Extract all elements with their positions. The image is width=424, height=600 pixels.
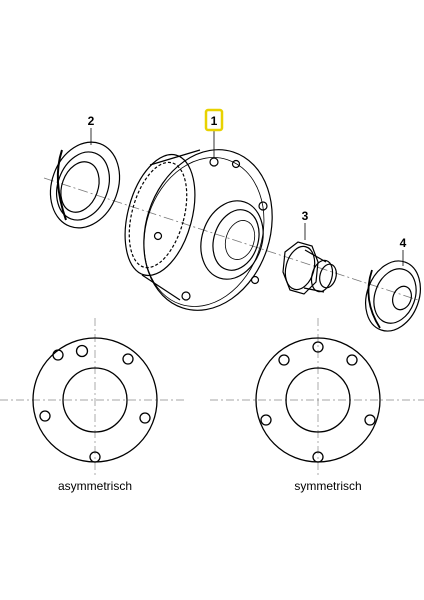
dust-cap-part-4 (365, 260, 421, 332)
caption-symmetric: symmetrisch (294, 479, 361, 493)
callout-1: 1 (211, 114, 218, 128)
callout-3: 3 (302, 209, 309, 223)
callout-4: 4 (400, 236, 407, 250)
flange-view-asymmetric (0, 318, 185, 478)
flange-view-symmetric (210, 318, 424, 478)
callout-1-highlight-box (204, 108, 224, 132)
seal-ring-part-2 (49, 141, 121, 229)
center-axis (43, 177, 419, 301)
wheel-hub-part-1 (124, 149, 273, 311)
caption-asymmetric: asymmetrisch (58, 479, 132, 493)
callout-2: 2 (88, 114, 95, 128)
collar-nut-part-3 (282, 241, 337, 295)
